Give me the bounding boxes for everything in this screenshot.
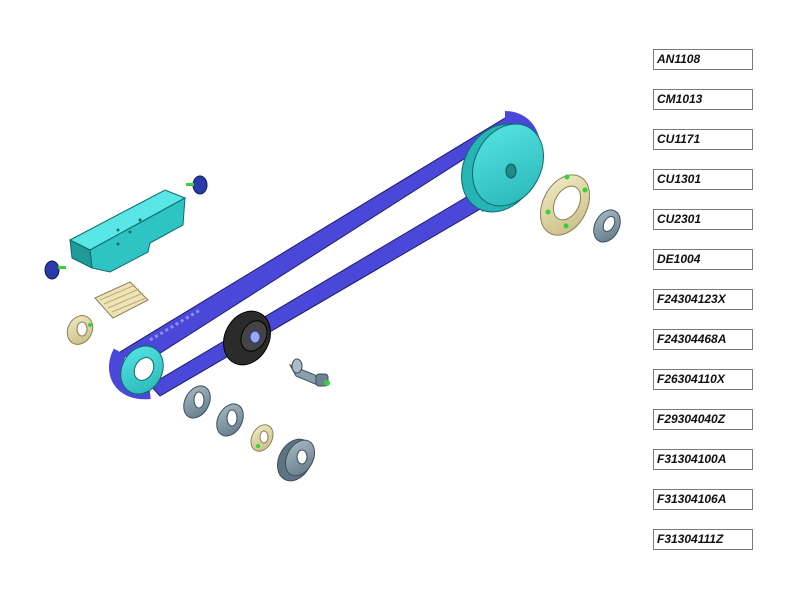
knob-upper[interactable]	[186, 175, 208, 195]
part-label-f31304106a[interactable]: F31304106A	[653, 489, 753, 510]
heatsink-plate[interactable]	[94, 281, 149, 319]
part-label-an1108[interactable]: AN1108	[653, 49, 753, 70]
part-label-f24304468a[interactable]: F24304468A	[653, 329, 753, 350]
flange-ring-left[interactable]	[62, 311, 97, 349]
large-pulley[interactable]	[447, 110, 558, 225]
bearing-bottom-large[interactable]	[271, 433, 321, 487]
part-label-cu1301[interactable]: CU1301	[653, 169, 753, 190]
small-pulley[interactable]	[113, 339, 172, 402]
part-label-f26304110x[interactable]: F26304110X	[653, 369, 753, 390]
washer-bottom[interactable]	[247, 421, 278, 455]
bearing-bottom-2[interactable]	[211, 399, 248, 440]
screw-pin	[564, 174, 570, 180]
part-label-cu2301[interactable]: CU2301	[653, 209, 753, 230]
part-label-f29304040z[interactable]: F29304040Z	[653, 409, 753, 430]
part-label-f24304123x[interactable]: F24304123X	[653, 289, 753, 310]
screw-pin	[582, 187, 588, 193]
bearing-bottom-1[interactable]	[178, 381, 215, 422]
mounting-bracket[interactable]	[68, 189, 187, 273]
idler-pulley[interactable]	[214, 303, 279, 373]
flange-ring-right[interactable]	[531, 166, 600, 243]
screw-pin	[563, 223, 569, 229]
shaft-pin[interactable]	[288, 358, 330, 387]
part-label-f31304111z[interactable]: F31304111Z	[653, 529, 753, 550]
part-label-f31304100a[interactable]: F31304100A	[653, 449, 753, 470]
part-label-de1004[interactable]: DE1004	[653, 249, 753, 270]
screw-pin	[545, 209, 551, 215]
part-label-cu1171[interactable]: CU1171	[653, 129, 753, 150]
part-label-cm1013[interactable]: CM1013	[653, 89, 753, 110]
pulley-bore-icon	[505, 163, 517, 179]
knob-lower[interactable]	[44, 260, 66, 280]
bearing-right[interactable]	[588, 205, 625, 246]
